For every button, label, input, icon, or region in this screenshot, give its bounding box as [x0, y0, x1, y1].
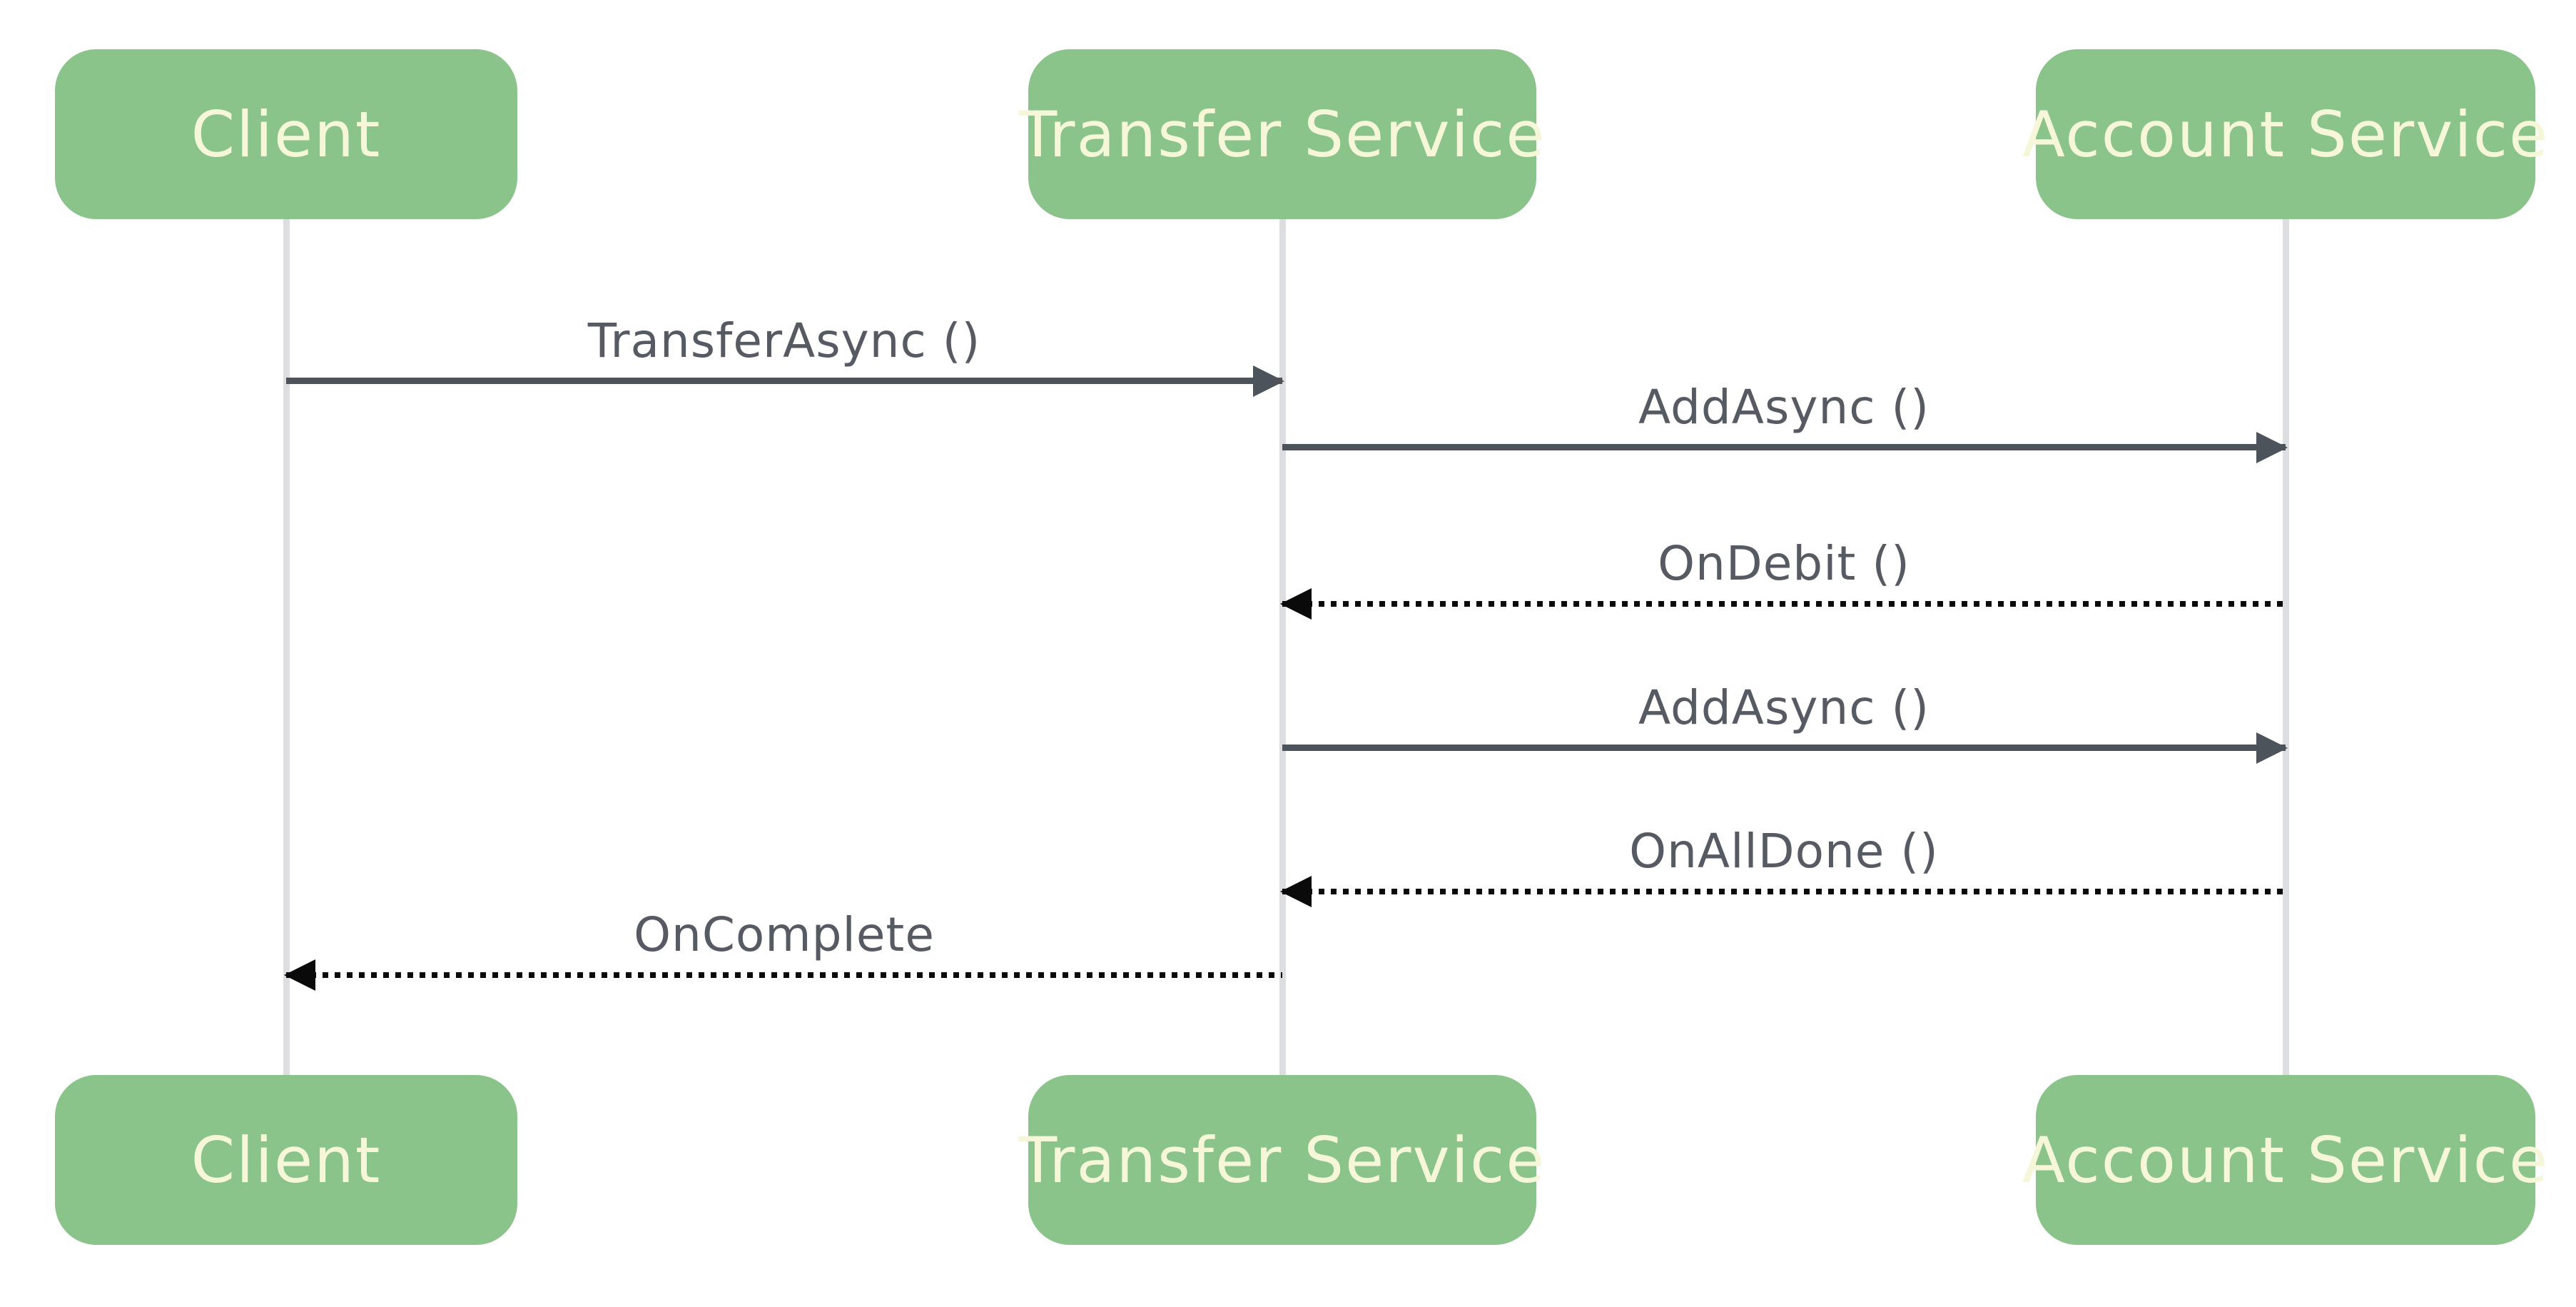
message-label: AddAsync () [1638, 680, 1930, 735]
sync-arrow-line [1282, 444, 2286, 450]
participant-account-service-bottom: Account Service [2022, 1075, 2547, 1245]
arrowhead-right-icon [2256, 732, 2288, 764]
participant-transfer-service-bottom: Transfer Service [1018, 1075, 1545, 1245]
sync-arrow-line [1282, 745, 2286, 751]
arrowhead-left-icon [284, 959, 315, 991]
arrowhead-left-icon [1280, 587, 1312, 620]
message-on-complete: OnComplete [284, 907, 1282, 991]
lifeline-transfer-service [1279, 214, 1286, 1078]
participant-label: Transfer Service [1018, 1123, 1546, 1197]
participant-client-bottom: Client [55, 1075, 517, 1245]
message-add-async-2: AddAsync () [1282, 680, 2288, 764]
participant-label: Account Service [2022, 97, 2550, 171]
message-label: AddAsync () [1638, 380, 1930, 435]
async-arrow-line [1282, 601, 2286, 607]
participant-label: Transfer Service [1018, 97, 1546, 171]
message-label: TransferAsync () [587, 313, 981, 368]
lifeline-account-service [2283, 214, 2289, 1078]
async-arrow-line [1282, 889, 2286, 894]
lifeline-client [283, 214, 290, 1078]
arrowhead-right-icon [1253, 365, 1284, 397]
async-arrow-line [286, 972, 1282, 978]
message-add-async-1: AddAsync () [1282, 380, 2288, 463]
participant-client-top: Client [55, 49, 517, 219]
message-transfer-async: TransferAsync () [286, 313, 1284, 397]
participant-label: Client [191, 1123, 382, 1197]
message-label: OnDebit () [1658, 536, 1910, 591]
participant-transfer-service-top: Transfer Service [1018, 49, 1545, 219]
participant-account-service-top: Account Service [2022, 49, 2547, 219]
arrowhead-left-icon [1280, 875, 1312, 907]
message-label: OnAllDone () [1629, 824, 1939, 879]
message-on-debit: OnDebit () [1280, 536, 2286, 620]
arrowhead-right-icon [2256, 431, 2288, 463]
participant-label: Account Service [2022, 1123, 2550, 1197]
message-on-all-done: OnAllDone () [1280, 824, 2286, 907]
sync-arrow-line [286, 378, 1282, 384]
message-label: OnComplete [634, 907, 935, 962]
participant-label: Client [191, 97, 382, 171]
